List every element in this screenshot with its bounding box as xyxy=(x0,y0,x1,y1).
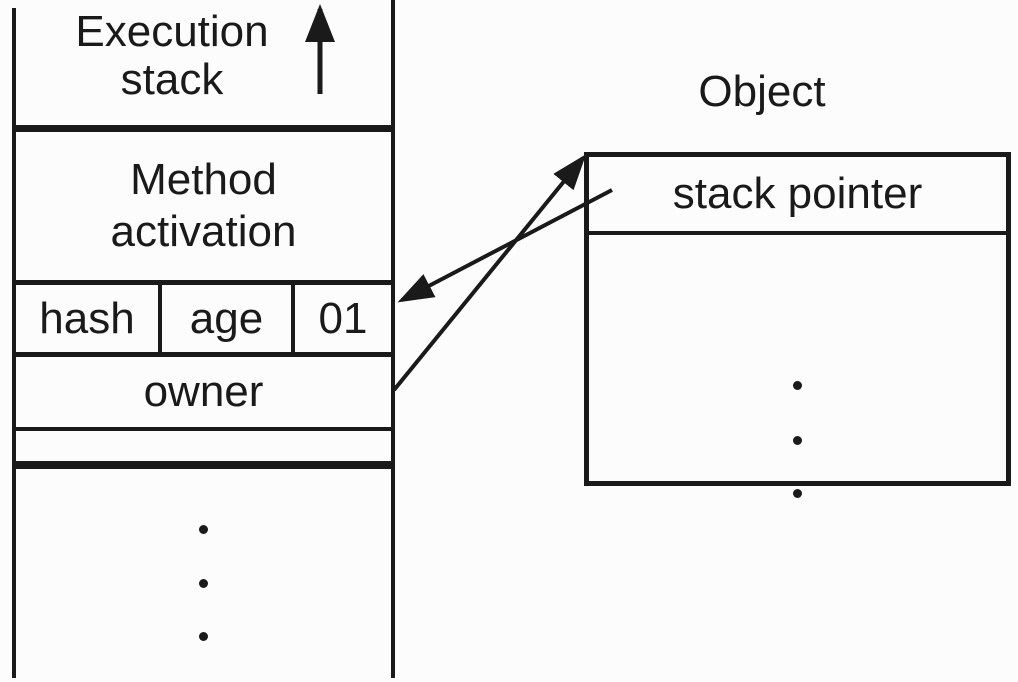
header-row-bottom-divider xyxy=(12,352,395,357)
stack-pointer-to-stack-arrow-icon xyxy=(397,188,613,303)
hash-age-divider-line xyxy=(158,285,162,357)
object-title: Object xyxy=(698,67,826,116)
age-cell: age xyxy=(189,293,264,343)
object-body xyxy=(589,235,1006,498)
stack-top-thick-divider xyxy=(12,125,395,132)
hash-cell: hash xyxy=(39,293,135,343)
empty-stack-slot xyxy=(16,431,391,461)
owner-field: owner xyxy=(143,367,264,416)
owner-to-object-arrow-icon xyxy=(392,154,587,392)
method-activation-frame: Method activation xyxy=(16,132,391,280)
owner-bottom-divider xyxy=(12,427,395,431)
stack-pointer-field: stack pointer xyxy=(589,157,1006,235)
age-bits-divider-line xyxy=(291,285,295,357)
stack-bottom-thick-divider xyxy=(12,461,395,469)
stack-left-edge-line xyxy=(12,8,16,678)
object-box: stack pointer xyxy=(584,152,1011,498)
stack-right-edge-line xyxy=(391,0,395,678)
mark-bits-cell: 01 xyxy=(318,293,368,343)
stack-title: Execution stack xyxy=(75,7,269,104)
method-activation-label: Method activation xyxy=(110,155,297,256)
method-activation-bottom-divider xyxy=(12,280,395,285)
